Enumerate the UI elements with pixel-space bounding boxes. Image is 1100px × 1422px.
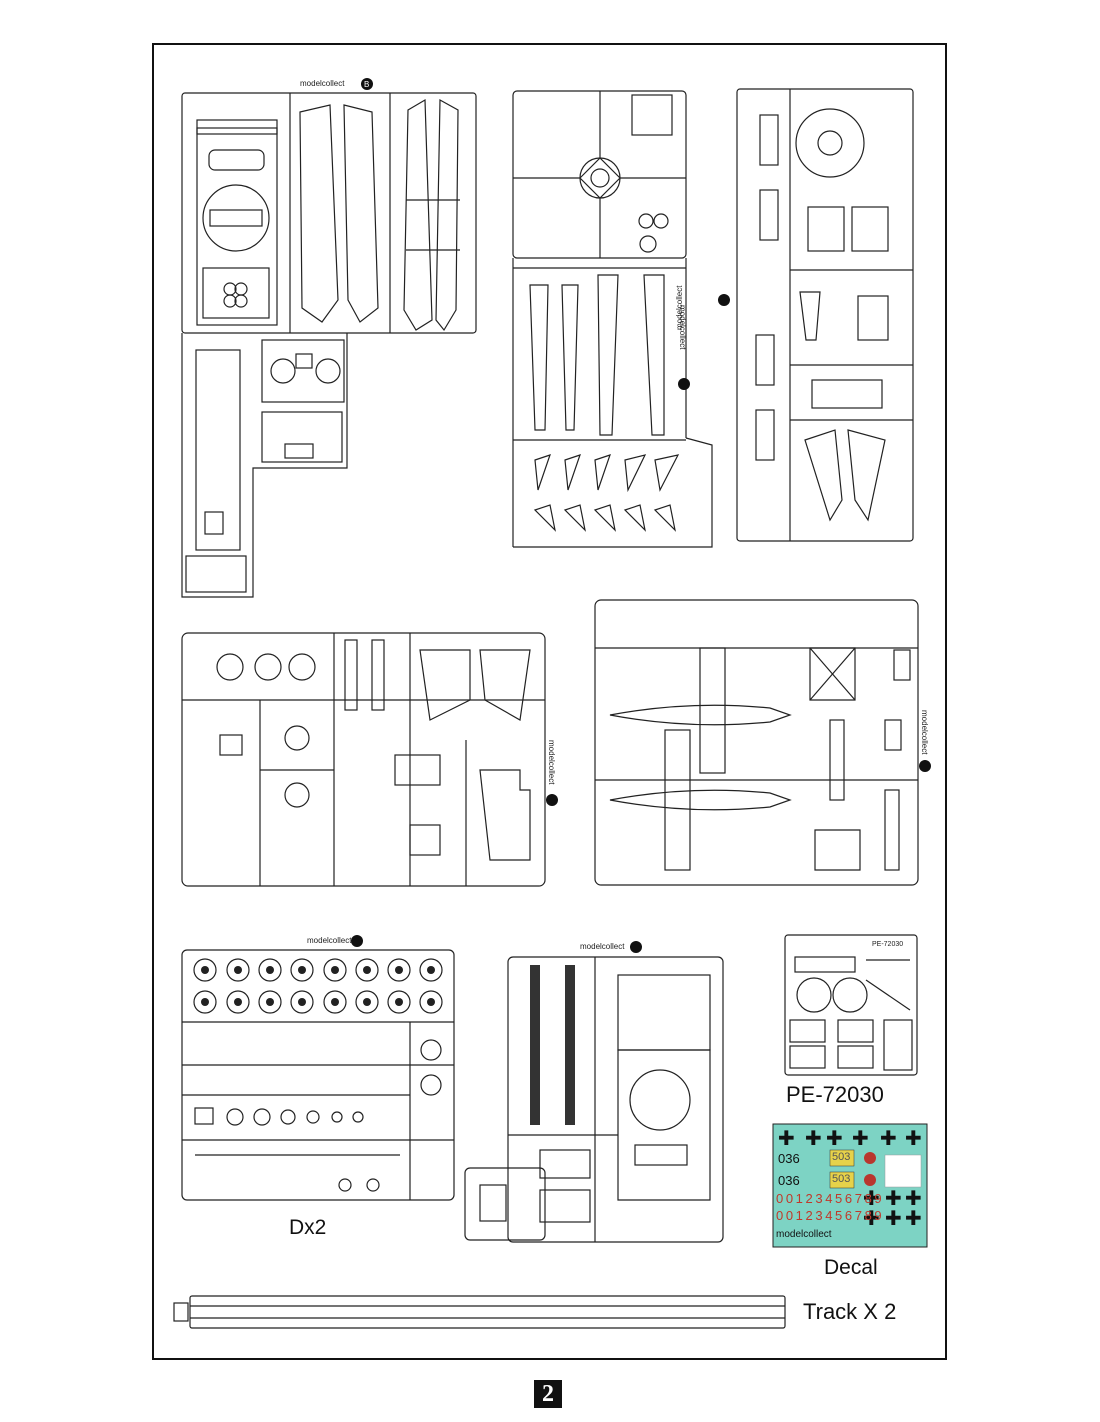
- pe-set-label: PE-72030: [786, 1082, 884, 1107]
- decal-sheet: ✚✚✚ ✚✚✚ ✚✚✚ ✚✚✚: [772, 1123, 928, 1248]
- svg-text:✚: ✚: [863, 1186, 880, 1210]
- svg-text:✚: ✚: [905, 1186, 922, 1210]
- decal-code: 503: [832, 1151, 851, 1163]
- sprue-j: [464, 956, 724, 1243]
- decal-brand: modelcollect: [776, 1229, 832, 1240]
- sprue-d-quantity-label: Dx2: [289, 1216, 327, 1239]
- svg-text:✚: ✚: [905, 1206, 922, 1230]
- svg-text:✚: ✚: [863, 1206, 880, 1230]
- decal-code-2: 503: [832, 1173, 851, 1185]
- sprue-o: [594, 599, 919, 886]
- svg-text:PE-72030: PE-72030: [872, 941, 903, 948]
- decal-digits-red: 0 0 1 2 3 4 5 6 7 8 9: [776, 1191, 882, 1206]
- svg-text:modelcollect: modelcollect: [678, 305, 687, 350]
- svg-text:modelcollect: modelcollect: [547, 740, 556, 785]
- svg-text:✚: ✚: [885, 1186, 902, 1210]
- pe-sheet: [784, 934, 918, 1076]
- svg-text:modelcollect: modelcollect: [307, 936, 352, 945]
- instruction-page-border: [152, 43, 947, 1360]
- svg-text:modelcollect: modelcollect: [580, 942, 625, 951]
- svg-text:✚: ✚: [885, 1206, 902, 1230]
- svg-text:✚: ✚: [905, 1126, 922, 1150]
- svg-text:✚: ✚: [826, 1126, 843, 1150]
- svg-text:✚: ✚: [852, 1126, 869, 1150]
- sprue-n: [736, 88, 914, 542]
- track-label: Track X 2: [803, 1299, 897, 1324]
- page-number: 2: [534, 1380, 562, 1408]
- sprue-e: [181, 632, 546, 887]
- svg-text:modelcollect: modelcollect: [920, 710, 929, 755]
- sprue-k: [512, 90, 713, 548]
- svg-text:B: B: [364, 80, 369, 89]
- decal-digits-red-2: 0 0 1 2 3 4 5 6 7 8 9: [776, 1208, 882, 1223]
- svg-text:✚: ✚: [805, 1126, 822, 1150]
- svg-text:modelcollect: modelcollect: [675, 285, 684, 330]
- svg-text:modelcollect: modelcollect: [300, 79, 345, 88]
- svg-text:✚: ✚: [778, 1126, 795, 1150]
- decal-hull-number-2: 036: [778, 1173, 800, 1188]
- track-strip: [173, 1295, 786, 1329]
- decal-hull-number: 036: [778, 1151, 800, 1166]
- decal-label: Decal: [824, 1256, 878, 1279]
- svg-text:✚: ✚: [880, 1126, 897, 1150]
- sprue-b: [181, 92, 477, 598]
- sprue-d: [181, 949, 455, 1201]
